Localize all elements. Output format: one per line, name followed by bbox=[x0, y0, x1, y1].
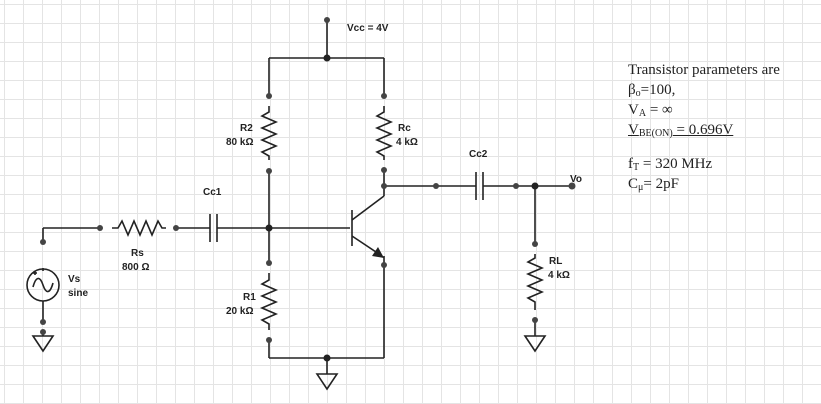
params-spacer bbox=[628, 140, 818, 154]
r2-name-label: R2 bbox=[240, 123, 253, 134]
param-ft: fT = 320 MHz bbox=[628, 154, 818, 174]
terminal-dot bbox=[532, 241, 538, 247]
terminal-dot bbox=[381, 167, 387, 173]
rs-value-label: 800 Ω bbox=[122, 262, 149, 273]
junction-dot bbox=[531, 182, 539, 190]
emitter-arrow-icon bbox=[372, 247, 384, 258]
rs-resistor bbox=[112, 218, 166, 238]
rl-value-label: 4 kΩ bbox=[548, 270, 570, 281]
param-cmu-subscript: μ bbox=[638, 182, 644, 193]
terminal-dot bbox=[173, 225, 179, 231]
param-ft-value: = 320 MHz bbox=[639, 156, 713, 172]
terminal-dot bbox=[433, 183, 439, 189]
param-va: VA = ∞ bbox=[628, 100, 818, 120]
cc2-label: Cc2 bbox=[469, 149, 488, 160]
param-vbe-symbol: V bbox=[628, 122, 639, 138]
param-cmu-value: = 2pF bbox=[643, 176, 679, 192]
terminal-dot bbox=[40, 239, 46, 245]
output-terminal bbox=[568, 182, 576, 190]
param-beta-symbol: β bbox=[628, 82, 636, 98]
param-va-symbol: V bbox=[628, 102, 639, 118]
vcc-label: Vcc = 4V bbox=[347, 23, 389, 34]
terminal-dot bbox=[266, 168, 272, 174]
terminal-dot bbox=[266, 260, 272, 266]
terminal-dot bbox=[266, 337, 272, 343]
sine-wave-icon bbox=[32, 277, 54, 293]
r2-value-label: 80 kΩ bbox=[226, 137, 253, 148]
terminal-dot bbox=[40, 329, 46, 335]
r1-name-label: R1 bbox=[243, 292, 256, 303]
ground-icon bbox=[523, 335, 547, 353]
ground-icon bbox=[31, 335, 55, 353]
junction-dot bbox=[265, 224, 273, 232]
rc-name-label: Rc bbox=[398, 123, 411, 134]
r2-resistor bbox=[259, 106, 279, 160]
rl-resistor bbox=[525, 254, 545, 310]
param-cmu-symbol: C bbox=[628, 176, 639, 192]
vs-name-label: Vs bbox=[68, 274, 81, 285]
terminal-dot bbox=[532, 317, 538, 323]
terminal-dot bbox=[97, 225, 103, 231]
param-cmu: Cμ= 2pF bbox=[628, 174, 818, 194]
vo-label: Vo bbox=[570, 174, 582, 185]
terminal-dot bbox=[324, 17, 330, 23]
rc-value-label: 4 kΩ bbox=[396, 137, 418, 148]
transistor-collector-lead bbox=[351, 195, 385, 221]
cc1-label: Cc1 bbox=[203, 187, 222, 198]
param-beta: βo=100, bbox=[628, 80, 818, 100]
param-vbe: VBE(ON) = 0.696V bbox=[628, 120, 818, 140]
param-ft-symbol: f bbox=[628, 156, 633, 172]
junction-dot bbox=[323, 54, 331, 62]
rs-name-label: Rs bbox=[131, 248, 144, 259]
param-vbe-value: = 0.696V bbox=[672, 122, 734, 138]
r1-resistor bbox=[259, 273, 279, 330]
transistor-parameters: Transistor parameters are βo=100, VA = ∞… bbox=[628, 60, 818, 194]
terminal-dot bbox=[40, 319, 46, 325]
param-beta-subscript: o bbox=[635, 88, 641, 99]
terminal-dot bbox=[381, 183, 387, 189]
junction-dot bbox=[323, 354, 331, 362]
param-va-subscript: A bbox=[638, 108, 647, 119]
terminal-dot bbox=[381, 262, 387, 268]
terminal-dot bbox=[513, 183, 519, 189]
vs-type-label: sine bbox=[68, 288, 88, 299]
terminal-dot bbox=[381, 93, 387, 99]
params-heading: Transistor parameters are bbox=[628, 62, 780, 78]
ground-icon bbox=[315, 373, 339, 391]
param-ft-subscript: T bbox=[633, 162, 640, 173]
rc-resistor bbox=[374, 106, 394, 160]
rl-name-label: RL bbox=[549, 256, 562, 267]
param-vbe-subscript: BE(ON) bbox=[638, 128, 673, 139]
r1-value-label: 20 kΩ bbox=[226, 306, 253, 317]
param-beta-value: =100, bbox=[640, 82, 676, 98]
param-va-value: = ∞ bbox=[646, 102, 673, 118]
terminal-dot bbox=[266, 93, 272, 99]
